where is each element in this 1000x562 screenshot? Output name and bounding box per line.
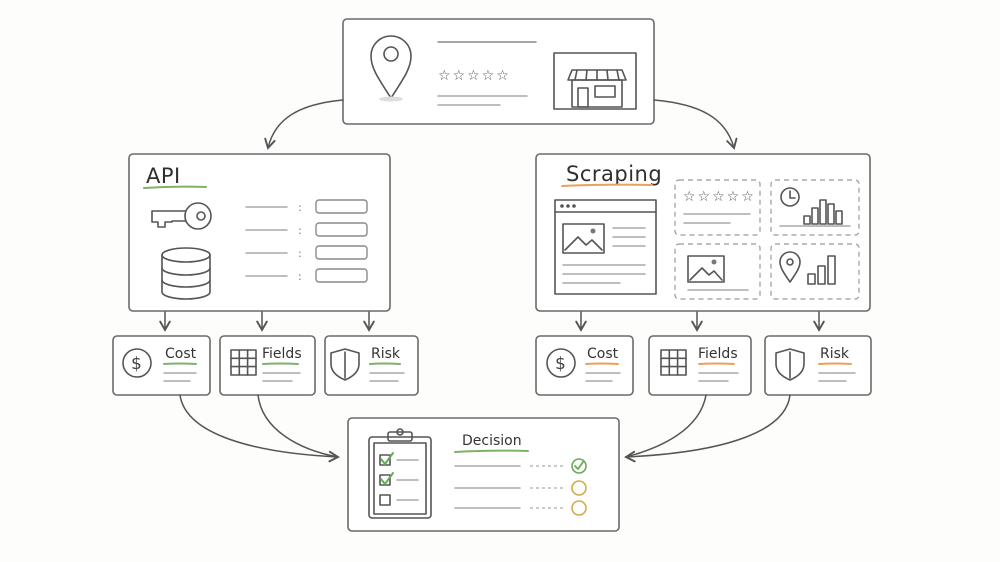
scraping-cost-label: Cost bbox=[587, 346, 619, 362]
svg-text:$: $ bbox=[131, 354, 142, 374]
scraping-fields-label: Fields bbox=[698, 346, 738, 362]
scraping-panel: Scraping ☆☆☆☆☆ bbox=[535, 153, 871, 312]
dollar-icon: $ bbox=[546, 348, 576, 378]
image-icon bbox=[687, 255, 725, 283]
api-cost-card: $ Cost bbox=[112, 335, 211, 396]
api-title: API bbox=[146, 164, 181, 188]
empty-circle-icon bbox=[571, 480, 587, 496]
arrow-to-api bbox=[264, 99, 344, 150]
api-cost-label: Cost bbox=[165, 346, 197, 362]
reviews-snippet: ☆☆☆☆☆ bbox=[674, 179, 761, 236]
svg-text::: : bbox=[298, 247, 302, 260]
photos-snippet bbox=[674, 243, 761, 300]
bar-chart-icon bbox=[807, 255, 836, 285]
decision-title: Decision bbox=[462, 433, 522, 449]
svg-text:$: $ bbox=[555, 354, 566, 374]
clipboard-icon bbox=[368, 428, 432, 519]
grid-icon bbox=[230, 349, 257, 376]
api-fields-label: Fields bbox=[262, 346, 302, 362]
scraping-title: Scraping bbox=[566, 162, 662, 186]
decision-card: Decision bbox=[347, 417, 620, 532]
dollar-icon: $ bbox=[122, 348, 152, 378]
svg-text::: : bbox=[298, 224, 302, 237]
shield-icon bbox=[775, 348, 805, 381]
shield-icon bbox=[330, 348, 360, 381]
scraping-fields-card: Fields bbox=[648, 335, 752, 396]
check-circle-icon bbox=[571, 458, 587, 474]
svg-text::: : bbox=[298, 201, 302, 214]
location-pin-icon bbox=[370, 35, 412, 102]
location-pin-icon bbox=[779, 251, 801, 283]
key-icon bbox=[151, 202, 212, 230]
grid-icon bbox=[660, 349, 687, 376]
scraping-risk-card: Risk bbox=[764, 335, 872, 396]
api-risk-label: Risk bbox=[371, 346, 401, 362]
api-panel: API : : : : bbox=[128, 153, 391, 312]
browser-window-icon bbox=[554, 199, 657, 295]
rating-stars: ☆☆☆☆☆ bbox=[438, 68, 511, 84]
location-stats-snippet bbox=[770, 243, 860, 300]
business-listing-card: ☆☆☆☆☆ bbox=[342, 18, 655, 125]
api-fields-card: Fields bbox=[219, 335, 316, 396]
api-field-list: : : : : bbox=[245, 199, 368, 283]
checklist bbox=[379, 452, 419, 506]
hours-snippet bbox=[770, 179, 860, 236]
arrow-to-scraping bbox=[653, 99, 738, 150]
empty-circle-icon bbox=[571, 500, 587, 516]
scraping-cost-card: $ Cost bbox=[535, 335, 634, 396]
api-risk-card: Risk bbox=[324, 335, 419, 396]
decision-rows bbox=[454, 458, 587, 516]
clock-icon bbox=[780, 187, 800, 207]
scraping-rating-stars: ☆☆☆☆☆ bbox=[683, 189, 756, 205]
database-icon bbox=[161, 247, 211, 300]
scraping-risk-label: Risk bbox=[820, 346, 850, 362]
svg-text::: : bbox=[298, 270, 302, 283]
bar-chart-icon bbox=[803, 199, 843, 225]
storefront-icon bbox=[553, 52, 637, 110]
